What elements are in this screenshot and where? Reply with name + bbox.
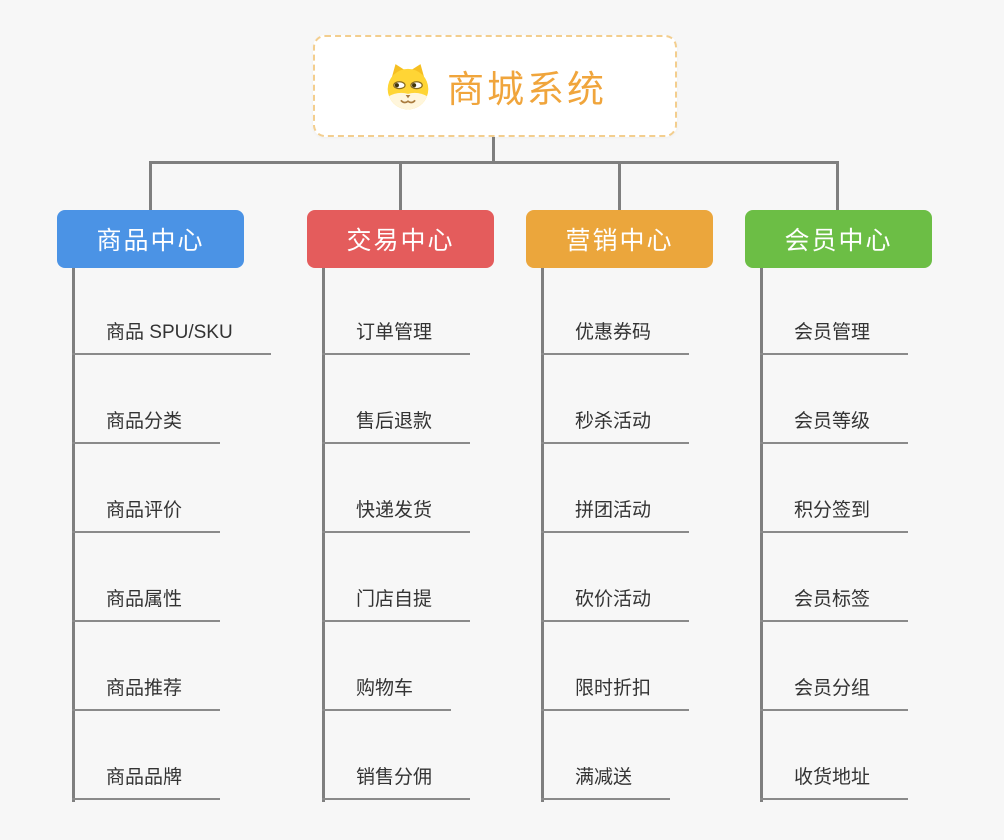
leaf-row: 商品推荐 <box>72 622 271 711</box>
leaf-row: 商品 SPU/SKU <box>72 268 271 355</box>
leaf-row: 秒杀活动 <box>541 355 690 444</box>
leaf-node[interactable]: 会员等级 <box>760 406 909 444</box>
leaf-node[interactable]: 商品品牌 <box>72 762 221 800</box>
leaf-node[interactable]: 优惠券码 <box>541 317 690 355</box>
leaf-node[interactable]: 购物车 <box>322 673 452 711</box>
leaf-node[interactable]: 限时折扣 <box>541 673 690 711</box>
leaf-row: 商品品牌 <box>72 711 271 800</box>
leaf-node[interactable]: 砍价活动 <box>541 584 690 622</box>
leaf-row: 会员管理 <box>760 268 909 355</box>
leaf-node[interactable]: 商品分类 <box>72 406 221 444</box>
leaf-row: 会员标签 <box>760 533 909 622</box>
connector-drop-product-center <box>149 161 152 211</box>
leaf-node[interactable]: 订单管理 <box>322 317 471 355</box>
leaf-node[interactable]: 会员管理 <box>760 317 909 355</box>
root-node[interactable]: 商城系统 <box>313 35 677 137</box>
leaf-node[interactable]: 销售分佣 <box>322 762 471 800</box>
branch-column-member-center: 会员管理 会员等级 积分签到 会员标签 会员分组 收货地址 <box>760 268 909 800</box>
leaf-node[interactable]: 秒杀活动 <box>541 406 690 444</box>
leaf-node[interactable]: 商品 SPU/SKU <box>72 317 271 355</box>
leaf-row: 订单管理 <box>322 268 471 355</box>
leaf-row: 商品评价 <box>72 444 271 533</box>
connector-drop-trade-center <box>399 161 402 211</box>
leaf-node[interactable]: 满减送 <box>541 762 671 800</box>
leaf-node[interactable]: 收货地址 <box>760 762 909 800</box>
leaf-node[interactable]: 商品推荐 <box>72 673 221 711</box>
leaf-row: 商品属性 <box>72 533 271 622</box>
connector-horizontal-bus <box>149 161 839 164</box>
connector-drop-member-center <box>836 161 839 211</box>
dog-face-icon <box>383 61 433 111</box>
leaf-row: 售后退款 <box>322 355 471 444</box>
leaf-node[interactable]: 售后退款 <box>322 406 471 444</box>
leaf-row: 购物车 <box>322 622 470 711</box>
branch-column-trade-center: 订单管理 售后退款 快递发货 门店自提 购物车 销售分佣 <box>322 268 471 800</box>
root-title: 商城系统 <box>447 69 607 110</box>
branch-column-marketing-center: 优惠券码 秒杀活动 拼团活动 砍价活动 限时折扣 满减送 <box>541 268 690 800</box>
connector-spine-member-center <box>760 268 763 802</box>
branch-column-product-center: 商品 SPU/SKU 商品分类 商品评价 商品属性 商品推荐 商品品牌 <box>72 268 271 800</box>
leaf-node[interactable]: 快递发货 <box>322 495 471 533</box>
leaf-node[interactable]: 会员分组 <box>760 673 909 711</box>
branch-header-trade-center[interactable]: 交易中心 <box>307 210 494 268</box>
branch-header-marketing-center[interactable]: 营销中心 <box>526 210 713 268</box>
leaf-row: 收货地址 <box>760 711 909 800</box>
leaf-row: 销售分佣 <box>322 711 471 800</box>
leaf-row: 会员等级 <box>760 355 909 444</box>
connector-spine-product-center <box>72 268 75 802</box>
branch-header-member-center[interactable]: 会员中心 <box>745 210 932 268</box>
leaf-row: 快递发货 <box>322 444 471 533</box>
leaf-node[interactable]: 门店自提 <box>322 584 471 622</box>
leaf-row: 门店自提 <box>322 533 471 622</box>
connector-spine-marketing-center <box>541 268 544 802</box>
leaf-row: 限时折扣 <box>541 622 690 711</box>
leaf-node[interactable]: 拼团活动 <box>541 495 690 533</box>
leaf-node[interactable]: 会员标签 <box>760 584 909 622</box>
connector-drop-marketing-center <box>618 161 621 211</box>
leaf-row: 会员分组 <box>760 622 909 711</box>
leaf-node[interactable]: 商品属性 <box>72 584 221 622</box>
leaf-row: 满减送 <box>541 711 689 800</box>
leaf-row: 砍价活动 <box>541 533 690 622</box>
connector-spine-trade-center <box>322 268 325 802</box>
leaf-row: 积分签到 <box>760 444 909 533</box>
leaf-row: 拼团活动 <box>541 444 690 533</box>
leaf-node[interactable]: 积分签到 <box>760 495 909 533</box>
branch-header-product-center[interactable]: 商品中心 <box>57 210 244 268</box>
leaf-row: 优惠券码 <box>541 268 690 355</box>
connector-root-stem <box>492 136 495 163</box>
leaf-node[interactable]: 商品评价 <box>72 495 221 533</box>
leaf-row: 商品分类 <box>72 355 271 444</box>
